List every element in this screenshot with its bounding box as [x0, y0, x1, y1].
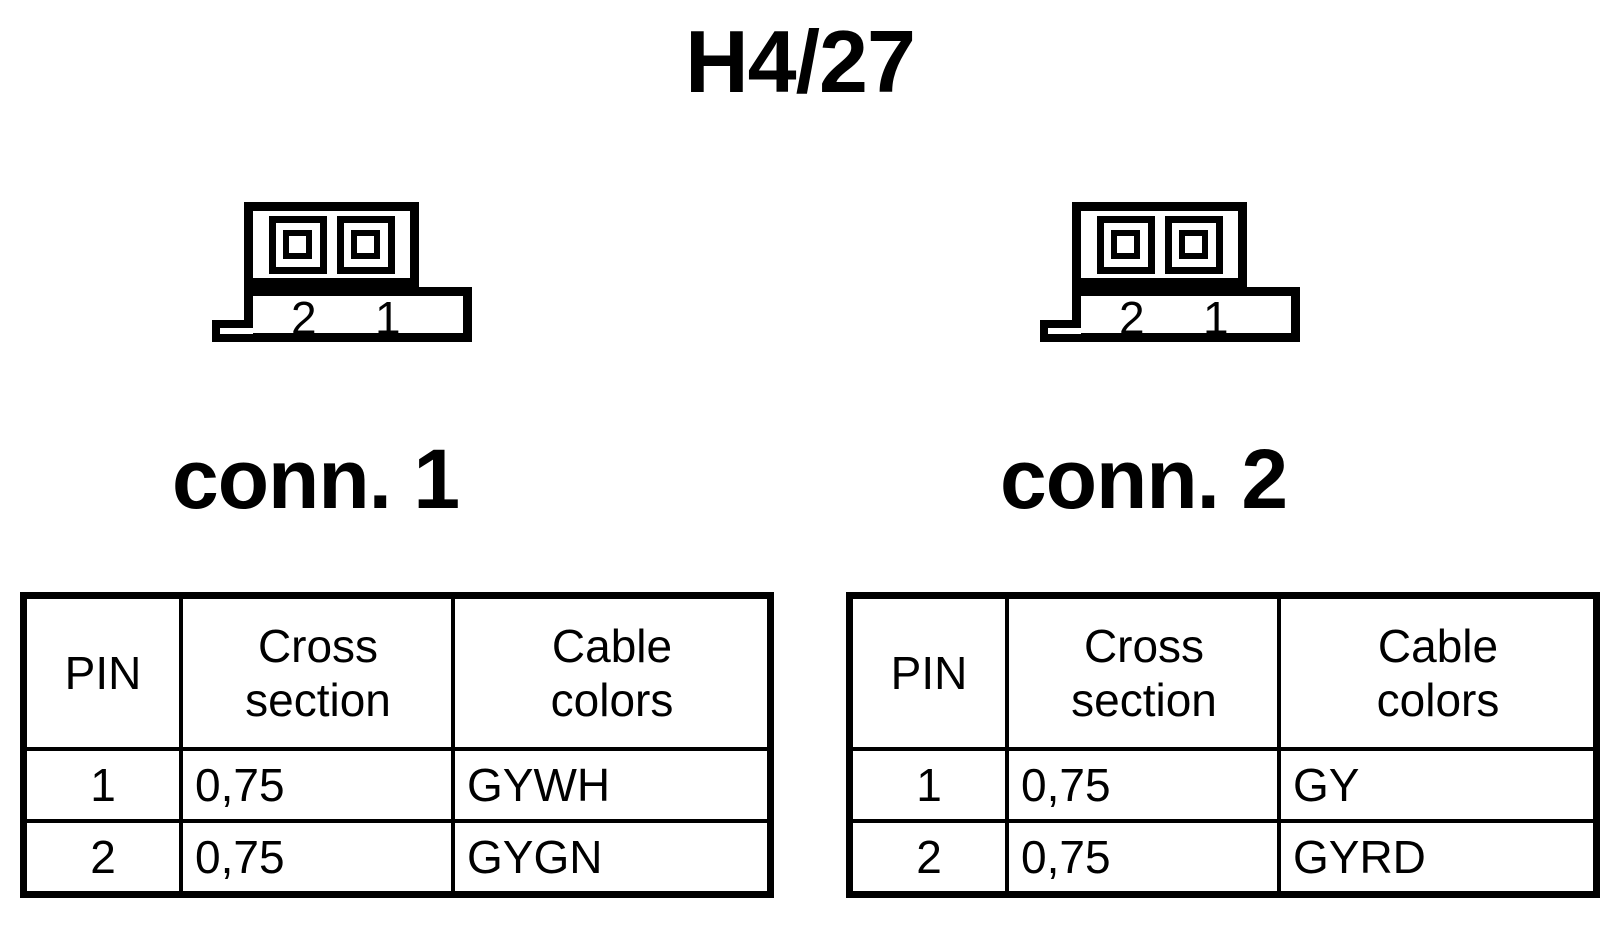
cell-cross-section: 0,75	[1005, 747, 1281, 823]
cell-pin: 2	[21, 819, 183, 897]
connector-2-latch-tab-icon	[1040, 320, 1081, 342]
connector-1-pin-label-1: 1	[375, 292, 401, 344]
connector-2-cavity-2-inner-icon	[1111, 230, 1140, 259]
header-cross-section: Cross section	[1005, 593, 1281, 751]
connector-2-table-body: 1 0,75 GY 2 0,75 GYRD	[847, 747, 1599, 897]
connector-2-pin-table: PIN Cross section Cable colors 1 0,75 GY…	[846, 592, 1600, 898]
connector-1-cavity-housing	[244, 202, 419, 287]
connector-2-cavity-1-icon	[1164, 215, 1223, 274]
connector-symbol-1: 2 1	[212, 202, 512, 362]
table-row: 2 0,75 GYRD	[847, 819, 1599, 897]
header-pin: PIN	[21, 593, 183, 751]
connector-2-pin-label-2: 2	[1119, 292, 1145, 344]
header-cross-section-line2: section	[1071, 674, 1217, 726]
cell-cross-section: 0,75	[1005, 819, 1281, 897]
header-pin: PIN	[847, 593, 1009, 751]
header-cross-section: Cross section	[179, 593, 455, 751]
header-cable-colors-line1: Cable	[551, 620, 673, 672]
connector-1-pin-table: PIN Cross section Cable colors 1 0,75 GY…	[20, 592, 774, 898]
connector-2-table-head: PIN Cross section Cable colors	[847, 593, 1599, 751]
connector-2-pin-label-1: 1	[1203, 292, 1229, 344]
cell-pin: 2	[847, 819, 1009, 897]
table-row: 1 0,75 GYWH	[21, 747, 773, 823]
header-cross-section-line1: Cross	[257, 620, 379, 672]
cell-cable-colors: GYRD	[1277, 819, 1599, 897]
header-cable-colors-line1: Cable	[1377, 620, 1499, 672]
header-cable-colors-line2: colors	[1376, 674, 1500, 726]
cell-cross-section: 0,75	[179, 819, 455, 897]
cell-cross-section: 0,75	[179, 747, 455, 823]
connector-1-cavity-2-icon	[268, 215, 327, 274]
header-cable-colors-line2: colors	[550, 674, 674, 726]
table-row: 2 0,75 GYGN	[21, 819, 773, 897]
header-cable-colors: Cable colors	[451, 593, 773, 751]
connector-1-pin-number-strip: 2 1	[244, 287, 472, 342]
connector-1-pin-label-2: 2	[291, 292, 317, 344]
table-row: 1 0,75 GY	[847, 747, 1599, 823]
connector-2-caption: conn. 2	[1000, 432, 1288, 526]
connector-symbol-2: 2 1	[1040, 202, 1340, 362]
connector-1-caption: conn. 1	[172, 432, 460, 526]
connector-1-cavity-2-inner-icon	[283, 230, 312, 259]
connector-2-cavity-housing	[1072, 202, 1247, 287]
cell-cable-colors: GYWH	[451, 747, 773, 823]
connector-2-cavity-1-inner-icon	[1179, 230, 1208, 259]
connector-1-cavity-1-icon	[336, 215, 395, 274]
connector-2-cavity-2-icon	[1096, 215, 1155, 274]
connector-1-cavity-1-inner-icon	[351, 230, 380, 259]
page-title: H4/27	[685, 12, 916, 111]
cell-cable-colors: GYGN	[451, 819, 773, 897]
cell-pin: 1	[21, 747, 183, 823]
connector-2-pin-number-strip: 2 1	[1072, 287, 1300, 342]
header-cross-section-line2: section	[245, 674, 391, 726]
table-header-row: PIN Cross section Cable colors	[21, 593, 773, 751]
header-cable-colors: Cable colors	[1277, 593, 1599, 751]
header-cross-section-line1: Cross	[1083, 620, 1205, 672]
connector-1-table-head: PIN Cross section Cable colors	[21, 593, 773, 751]
cell-pin: 1	[847, 747, 1009, 823]
connector-1-table-body: 1 0,75 GYWH 2 0,75 GYGN	[21, 747, 773, 897]
connector-1-latch-tab-icon	[212, 320, 253, 342]
cell-cable-colors: GY	[1277, 747, 1599, 823]
table-header-row: PIN Cross section Cable colors	[847, 593, 1599, 751]
